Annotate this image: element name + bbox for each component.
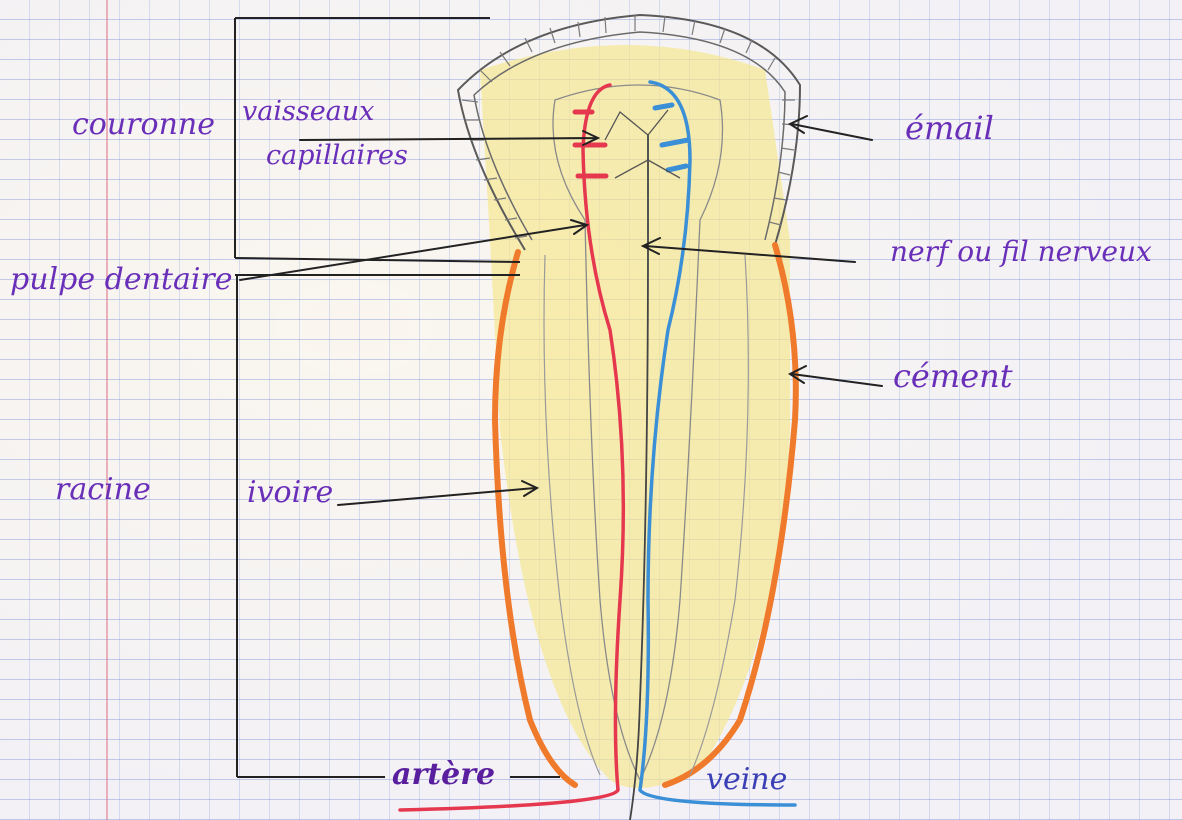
dentin-fill xyxy=(480,45,790,788)
label-veine: veine xyxy=(706,765,787,795)
label-racine: racine xyxy=(55,475,151,505)
label-couronne: couronne xyxy=(72,110,215,140)
label-capillaires: capillaires xyxy=(266,142,408,169)
label-nerf: nerf ou fil nerveux xyxy=(890,238,1152,266)
label-artere: artère xyxy=(392,760,495,790)
arrow-email xyxy=(790,116,872,140)
label-pulpe-dentaire: pulpe dentaire xyxy=(10,265,233,295)
label-cement: cément xyxy=(893,360,1013,392)
label-vaisseaux: vaisseaux xyxy=(242,98,374,125)
arrow-cement xyxy=(790,366,882,386)
label-email: émail xyxy=(905,112,994,144)
label-ivoire: ivoire xyxy=(247,478,333,508)
